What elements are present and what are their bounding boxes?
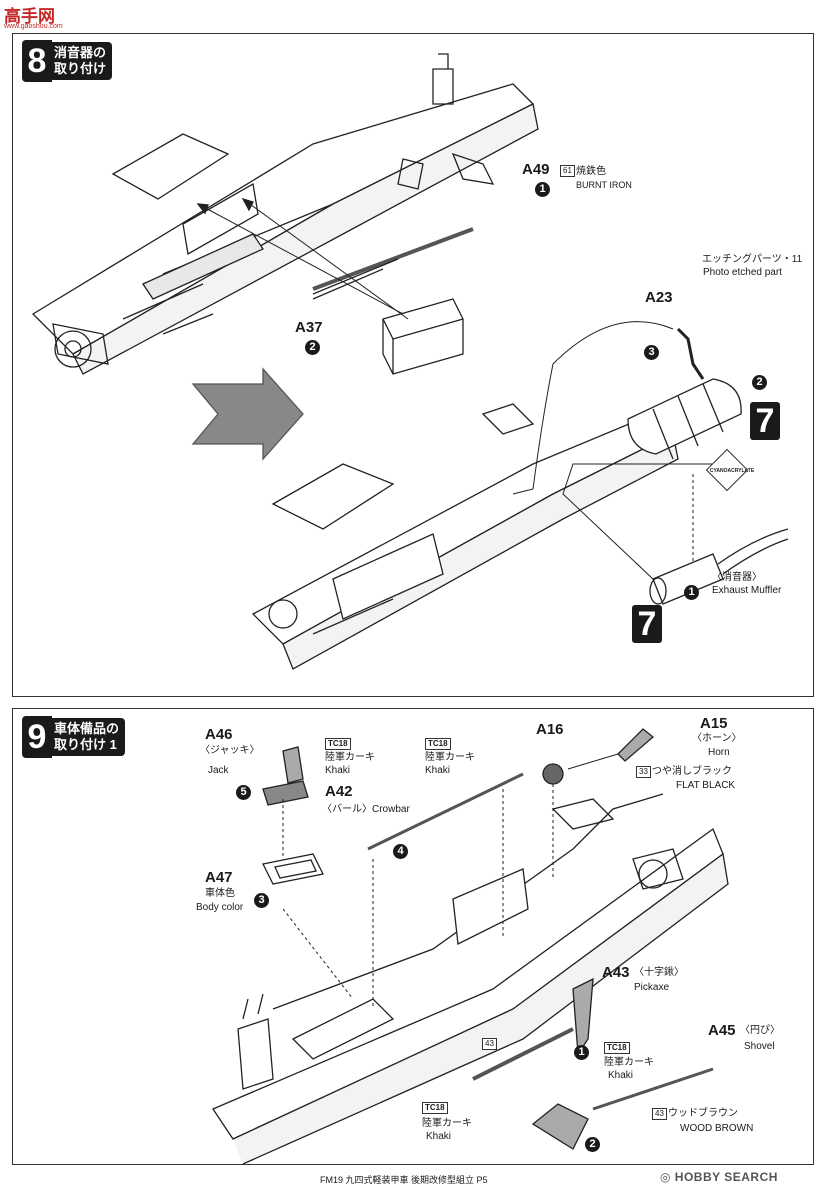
step9-title: 車体備品の 取り付け 1 bbox=[52, 718, 126, 756]
A45-name-jp: 〈円ぴ〉 bbox=[740, 1025, 780, 1036]
step8-ref-step-top: 7 bbox=[750, 402, 780, 440]
A15-color-en: FLAT BLACK bbox=[676, 780, 736, 791]
A46-name-jp: 〈ジャッキ〉 bbox=[200, 745, 260, 756]
A45-color-jp: 陸軍カーキ bbox=[422, 1118, 472, 1129]
A45-qty: 2 bbox=[585, 1137, 600, 1152]
step8-number: 8 bbox=[22, 40, 52, 82]
photo-etched-qty: 2 bbox=[752, 375, 767, 390]
step9-number: 9 bbox=[22, 716, 52, 758]
A42-name-jp: 〈バール〉 bbox=[322, 804, 372, 815]
part-A15-label: A15 bbox=[700, 715, 728, 732]
A45-color-en: Khaki bbox=[426, 1131, 452, 1142]
part-A16-label: A16 bbox=[536, 721, 564, 738]
A47-color-jp: 車体色 bbox=[205, 888, 235, 899]
A45-name-en: Shovel bbox=[744, 1041, 775, 1052]
part-A23-label: A23 bbox=[645, 289, 673, 306]
A42-color-en: Khaki bbox=[425, 765, 451, 776]
A49-color-en: BURNT IRON bbox=[576, 180, 632, 190]
A15-name-en: Horn bbox=[708, 747, 730, 758]
A15-color-jp: つや消しブラック bbox=[652, 766, 732, 777]
A43-handle-code: 43 bbox=[482, 1038, 497, 1050]
A42-qty: 4 bbox=[393, 844, 408, 859]
hobby-search-watermark: ◎ HOBBY SEARCH bbox=[660, 1170, 778, 1184]
A46-qty: 5 bbox=[236, 785, 251, 800]
part-A46-label: A46 bbox=[205, 726, 233, 743]
step8-panel bbox=[12, 33, 814, 697]
A42-name-en: Crowbar bbox=[372, 804, 410, 815]
step9-drawing bbox=[212, 728, 729, 1164]
page-footer: FM19 九四式軽装甲車 後期改修型組立 P5 bbox=[320, 1175, 488, 1185]
A43-color-jp: 陸軍カーキ bbox=[604, 1057, 654, 1068]
A47-color-en: Body color bbox=[196, 902, 244, 913]
photo-etched-jp: エッチングパーツ・11 bbox=[702, 254, 803, 265]
part-A42-label: A42 bbox=[325, 783, 353, 800]
A45-handle-code: 43 bbox=[652, 1108, 667, 1120]
A43-qty: 1 bbox=[574, 1045, 589, 1060]
A15-name-jp: 〈ホーン〉 bbox=[692, 733, 742, 744]
A42-color-jp: 陸軍カーキ bbox=[425, 752, 475, 763]
A47-qty: 3 bbox=[254, 893, 269, 908]
A37-qty: 2 bbox=[305, 340, 320, 355]
A46-color-en: Khaki bbox=[325, 765, 351, 776]
part-A47-label: A47 bbox=[205, 869, 233, 886]
A23-qty: 3 bbox=[644, 345, 659, 360]
A46-name-en: Jack bbox=[208, 765, 229, 776]
step9-panel bbox=[12, 708, 814, 1165]
A45-handle-en: WOOD BROWN bbox=[680, 1123, 754, 1134]
A46-color-jp: 陸軍カーキ bbox=[325, 752, 375, 763]
step8-title: 消音器の 取り付け bbox=[52, 42, 113, 80]
A49-qty: 1 bbox=[535, 182, 550, 197]
watermark-logo: 高手网 bbox=[4, 7, 55, 26]
part-A37-label: A37 bbox=[295, 319, 323, 336]
A49-color-code: 61 bbox=[560, 165, 575, 177]
A43-name-jp: 〈十字鍬〉 bbox=[634, 967, 684, 978]
step9-header: 9 車体備品の 取り付け 1 bbox=[22, 716, 126, 758]
cyanoacrylate-label: CYANOACRYLATE bbox=[709, 467, 755, 474]
step8-header: 8 消音器の 取り付け bbox=[22, 40, 113, 82]
part-A43-label: A43 bbox=[602, 964, 630, 981]
muffler-en: Exhaust Muffler bbox=[712, 585, 782, 596]
watermark-url: www.gaoshou.com bbox=[4, 23, 63, 30]
A15-color-code: 33 bbox=[636, 766, 651, 778]
A43-name-en: Pickaxe bbox=[634, 982, 670, 993]
A49-color-jp: 焼鉄色 bbox=[576, 166, 606, 177]
step8-drawing bbox=[31, 53, 789, 670]
A43-color-en: Khaki bbox=[608, 1070, 634, 1081]
A45-handle-jp: ウッドブラウン bbox=[668, 1108, 738, 1119]
A43-color-code: TC18 bbox=[604, 1042, 630, 1054]
muffler-qty: 1 bbox=[684, 585, 699, 600]
part-A49-label: A49 bbox=[522, 161, 550, 178]
step8-ref-step-bottom: 7 bbox=[632, 605, 662, 643]
A46-color-code: TC18 bbox=[325, 738, 351, 750]
part-A45-label: A45 bbox=[708, 1022, 736, 1039]
A45-color-code: TC18 bbox=[422, 1102, 448, 1114]
photo-etched-en: Photo etched part bbox=[703, 267, 782, 278]
muffler-jp: 〈消音器〉 bbox=[712, 572, 762, 583]
A42-color-code: TC18 bbox=[425, 738, 451, 750]
